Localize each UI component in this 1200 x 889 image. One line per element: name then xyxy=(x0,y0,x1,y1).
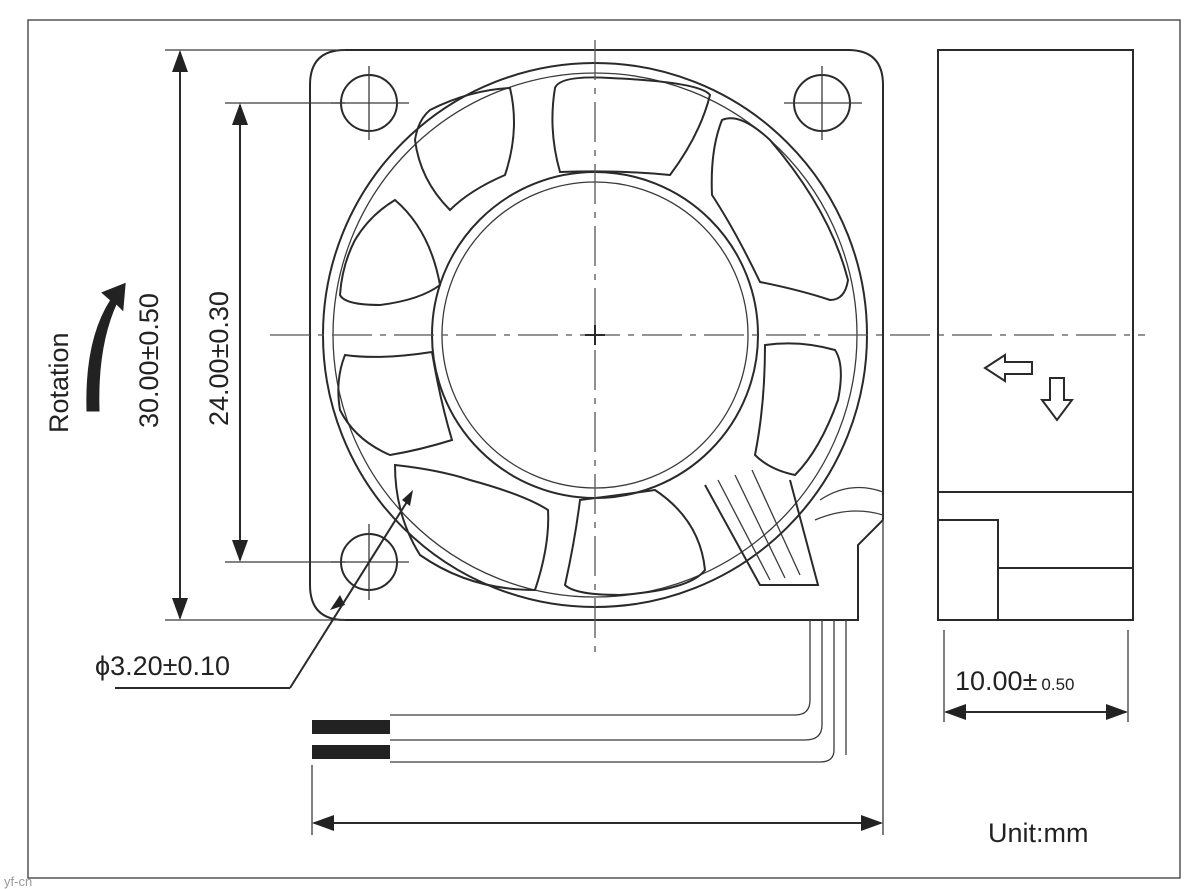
hole-diameter-leader xyxy=(115,490,413,689)
wire-exit xyxy=(704,469,884,586)
mount-spacing-label: 24.00±0.30 xyxy=(204,291,234,426)
frame-width-dimension xyxy=(311,495,884,835)
frame-size-label: 30.00±0.50 xyxy=(134,293,164,428)
rotation-arrow-icon xyxy=(86,282,126,412)
mount-spacing-dimension xyxy=(225,102,345,563)
mounting-holes xyxy=(331,66,862,600)
fan-blade xyxy=(413,86,515,212)
fan-blade xyxy=(563,488,707,597)
thickness-label: 10.00±0.50 xyxy=(955,666,1074,696)
thickness-main: 10.00± xyxy=(955,666,1037,696)
fan-frame-outline xyxy=(309,49,884,621)
hole-diameter-label: ϕ3.20±0.10 xyxy=(95,651,230,681)
fan-blade xyxy=(338,198,442,307)
thickness-tolerance: 0.50 xyxy=(1041,675,1074,694)
side-view-body xyxy=(937,49,1134,621)
unit-label: Unit:mm xyxy=(988,818,1089,848)
wire-end-1 xyxy=(312,720,390,734)
drawing-border xyxy=(27,19,1181,879)
frame-size-dimension xyxy=(165,49,345,621)
fan-blades xyxy=(337,76,850,597)
fan-blade xyxy=(551,76,712,177)
fan-front-view xyxy=(270,40,1145,655)
airflow-arrow-left-icon xyxy=(983,353,1033,383)
fan-blade xyxy=(710,117,850,302)
rotation-label: Rotation xyxy=(44,332,74,433)
airflow-arrow-down-icon xyxy=(1040,377,1074,422)
fan-side-view xyxy=(937,49,1134,722)
watermark: yf-cn xyxy=(4,874,32,889)
fan-blade xyxy=(337,350,454,457)
fan-blade xyxy=(393,463,550,592)
fan-cable xyxy=(312,620,847,763)
fan-blade xyxy=(753,342,842,477)
wire-end-2 xyxy=(312,745,390,759)
